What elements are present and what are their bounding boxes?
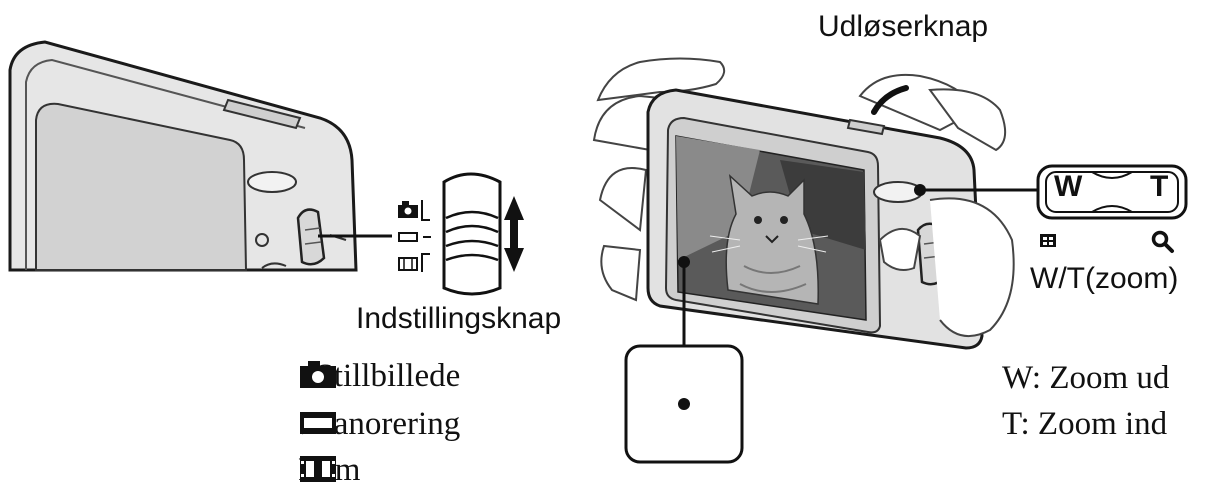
zoom-in-text: T: Zoom ind [1002, 406, 1168, 442]
mode-switch-label: Indstillingsknap [356, 302, 562, 335]
zoom-lever-enlarged [1036, 164, 1188, 253]
legend-row-panorama: : Panorering [298, 406, 460, 443]
legend-row-film: Film [298, 452, 360, 489]
panorama-icon [398, 232, 418, 242]
focus-frame-icon [624, 344, 744, 464]
zoom-t-letter: T [1150, 170, 1169, 203]
panorama-icon [300, 412, 336, 434]
right-camera-in-hand [592, 57, 1015, 350]
camera-icon [300, 361, 336, 388]
mode-switch-enlarged [398, 172, 524, 296]
index-icon [1040, 234, 1056, 247]
zoom-lever-label: W/T(zoom) [1030, 262, 1179, 295]
left-camera [8, 40, 358, 272]
magnifier-icon [1151, 230, 1174, 253]
cat-photo [709, 174, 829, 305]
shutter-button-label: Udløserknap [818, 10, 989, 43]
zoom-w-letter: W [1054, 170, 1083, 203]
film-icon [300, 456, 336, 482]
zoom-out-text: W: Zoom ud [1002, 360, 1170, 396]
legend-row-still: : Stillbillede [298, 358, 460, 395]
camera-icon [398, 201, 418, 218]
film-icon [398, 257, 418, 271]
